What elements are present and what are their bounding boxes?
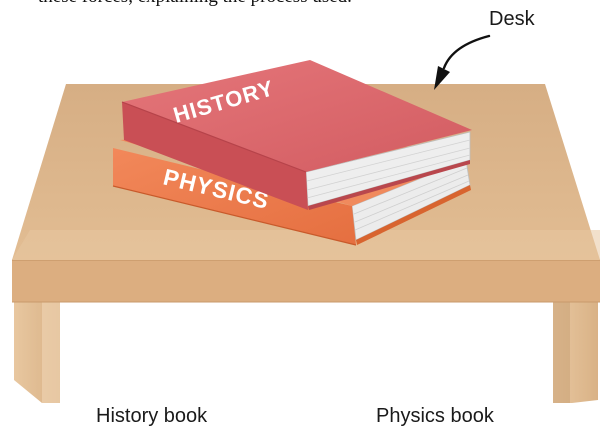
physics-book-label: Physics book [376,405,494,428]
intro-text-fragment: these forces, explaining the process use… [38,0,352,8]
desk-front-edge [12,260,600,302]
desk-leg-right-inner [553,300,570,403]
desk-pointer-line [444,36,489,68]
desk-legs [14,300,598,403]
desk-leg-left-inner [42,300,60,403]
history-book-label: History book [96,405,207,428]
desk-pointer-arrow [434,36,489,90]
desk-top-highlight [12,230,600,260]
desk-label: Desk [489,8,535,31]
